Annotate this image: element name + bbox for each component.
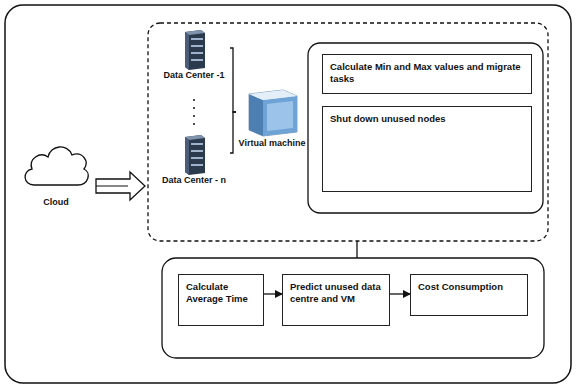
process-box: Predict unused data centre and VM (282, 274, 390, 326)
vm-front (263, 96, 297, 136)
process-box: Calculate Average Time (178, 274, 264, 326)
outer-frame (5, 5, 571, 383)
data-center-node: Data Center - n (158, 133, 230, 193)
ellipsis-dot (193, 115, 195, 117)
ellipsis-dot (193, 99, 195, 101)
dashed-region (148, 23, 548, 241)
vm-body (249, 90, 297, 136)
hollow-arrow (96, 172, 145, 200)
server-side (185, 137, 189, 175)
process-box: Cost Consumption (410, 274, 528, 316)
server-body (185, 135, 205, 175)
server-icon (181, 133, 207, 175)
server-slot (191, 59, 203, 61)
connector (390, 293, 410, 294)
icon-label: Data Center - n (158, 175, 230, 186)
box-label: Predict unused data centre and VM (290, 281, 382, 305)
server-slot (191, 45, 203, 47)
process-box: Shut down unused nodes (322, 106, 532, 192)
box-label: Calculate Average Time (186, 281, 256, 305)
vm-icon (243, 84, 301, 138)
ellipsis-dot (193, 123, 195, 125)
link-line (356, 241, 357, 258)
server-slot (191, 150, 203, 152)
data-center-node: Data Center -1 (158, 28, 230, 88)
server-slot (191, 143, 203, 145)
server-slot (191, 52, 203, 54)
server-slot (191, 164, 203, 166)
process-box: Calculate Min and Max values and migrate… (322, 54, 532, 94)
server-slot (191, 157, 203, 159)
process-panel (162, 258, 544, 358)
cloud-node: Cloud (18, 135, 94, 213)
box-label: Shut down unused nodes (330, 113, 524, 125)
connector (230, 112, 236, 153)
cloud-outline (25, 147, 88, 185)
connector (230, 48, 236, 112)
task-panel (308, 43, 543, 213)
ellipsis-dot (193, 107, 195, 109)
virtual-machine-node: Virtual machine (236, 84, 308, 154)
connector (264, 293, 282, 294)
server-slot (191, 38, 203, 40)
box-label: Cost Consumption (418, 281, 520, 293)
hollow-arrow-line (96, 186, 128, 187)
icon-label: Data Center -1 (158, 70, 230, 81)
server-body (185, 30, 205, 70)
server-icon (181, 28, 207, 70)
vm-screen (267, 101, 293, 131)
box-label: Calculate Min and Max values and migrate… (330, 61, 524, 85)
server-side (185, 32, 189, 70)
cloud-shape (20, 135, 92, 193)
vm-top (249, 90, 297, 100)
icon-label: Cloud (18, 197, 94, 208)
icon-label: Virtual machine (236, 138, 308, 149)
vm-side (249, 94, 263, 136)
